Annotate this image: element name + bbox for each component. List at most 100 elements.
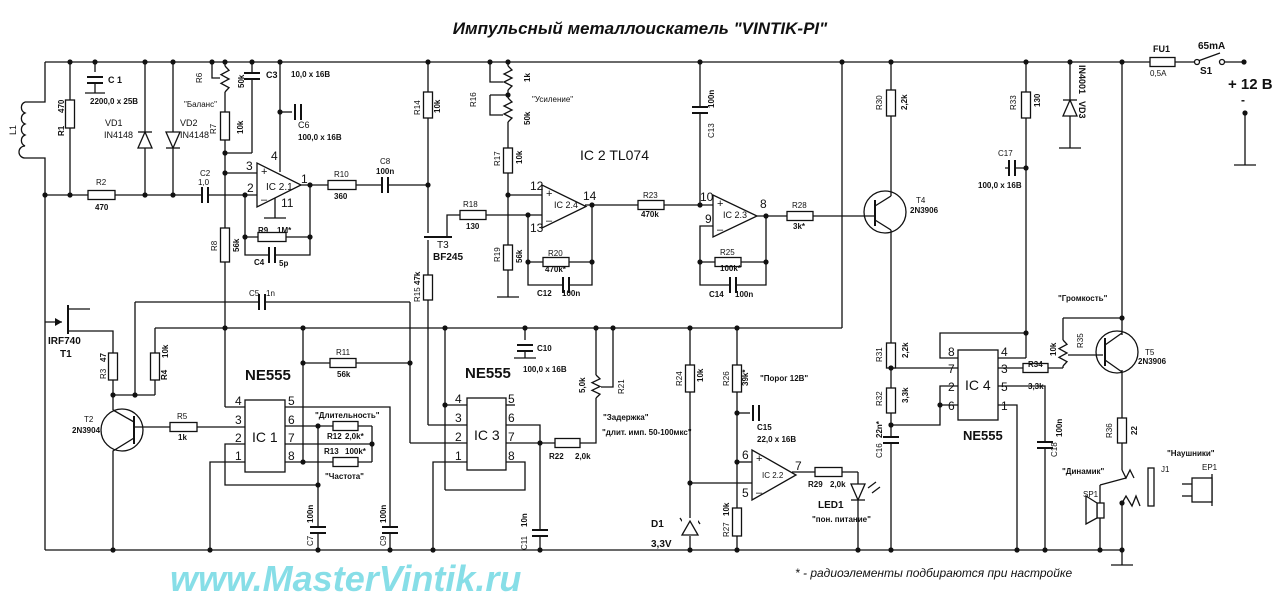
label-c10-value: 100,0 x 16B <box>523 365 567 374</box>
label-r36-value: 22 <box>1130 426 1139 435</box>
label-led1-ref: LED1 <box>818 500 844 511</box>
label-r26-name: "Порог 12В" <box>760 374 808 383</box>
resistor-r12 <box>332 420 359 432</box>
label-r35-ref: R35 <box>1076 333 1085 348</box>
junction-dot <box>442 402 448 408</box>
label-ic24-pins-2: 14 <box>583 189 597 203</box>
wire <box>939 332 1026 359</box>
label-r16-name: "Усиление" <box>532 95 573 104</box>
label-ic22-pins-2: 7 <box>795 459 802 473</box>
opamp-ic2-3 <box>712 193 759 239</box>
label-r16-value1: 1k <box>523 73 532 82</box>
junction-dot <box>1119 547 1125 553</box>
potentiometer-r6 <box>219 65 231 93</box>
label-ic3-type: NE555 <box>465 365 511 382</box>
transistor-t5 <box>1095 330 1139 374</box>
wire <box>1104 332 1123 346</box>
label-ep1-name: "Наушники" <box>1167 449 1215 458</box>
label-r4-value: 10k <box>161 344 170 358</box>
opamp-ic2-4-plus: + <box>546 188 552 200</box>
label-ic4-pins-2: 2 <box>948 380 955 394</box>
label-ic23-pins-1: 9 <box>705 212 712 226</box>
label-ic21-pins-0: 3 <box>246 159 253 173</box>
label-r21-ref: R21 <box>617 379 626 394</box>
label-c2-value: 1,0 <box>198 178 210 187</box>
capacitor-c12-gap <box>563 277 569 293</box>
junction-dot <box>888 59 894 65</box>
capacitor-c16-gap <box>883 437 899 443</box>
capacitor-c3-gap <box>244 73 260 79</box>
junction-dot <box>92 59 98 65</box>
label-r6-ref: R6 <box>195 72 204 83</box>
label-c14-value: 100n <box>735 290 753 299</box>
label-ic2-ref: IC 2 TL074 <box>580 147 649 163</box>
label-r16-value2: 50k <box>523 111 532 125</box>
resistor-r31 <box>885 342 897 369</box>
label-ic21-pins-1: 2 <box>247 181 254 195</box>
junction-dot <box>522 325 528 331</box>
junction-dot <box>855 547 861 553</box>
junction-dot <box>697 59 703 65</box>
opamp-ic2-2-plus: + <box>756 453 762 465</box>
switch-contact <box>1218 58 1226 66</box>
label-power-current: 65mA <box>1198 41 1225 52</box>
resistor-r3 <box>107 352 119 381</box>
label-r15-value: 47k <box>413 271 422 285</box>
label-r3-value: 47 <box>99 353 108 362</box>
junction-dot <box>593 325 599 331</box>
ic4-ne555 <box>957 349 999 421</box>
earphone-ep1 <box>1191 477 1213 503</box>
junction-dot <box>1067 59 1073 65</box>
label-c17-value: 100,0 x 16B <box>978 181 1022 190</box>
wire <box>211 62 220 79</box>
label-r2-value: 470 <box>95 203 109 212</box>
label-r33-ref: R33 <box>1009 95 1018 110</box>
opamp-ic2-1-minus: – <box>261 194 268 206</box>
junction-dot <box>1014 547 1020 553</box>
label-ic1-pins-2: 2 <box>235 431 242 445</box>
resistor-r24 <box>684 364 696 393</box>
junction-dot <box>1023 59 1029 65</box>
label-ic3-pins-5: 6 <box>508 411 515 425</box>
junction-dot <box>170 59 176 65</box>
resistor-r9 <box>257 231 287 243</box>
label-r12-name: "Длительность" <box>315 411 380 420</box>
ic3-ne555 <box>466 397 507 471</box>
capacitor-c4-gap <box>269 247 275 263</box>
junction-dot <box>222 325 228 331</box>
wire <box>1121 494 1141 508</box>
wire <box>998 404 1018 550</box>
label-r30-ref: R30 <box>875 95 884 110</box>
label-c8-value: 100n <box>376 167 394 176</box>
junction-dot <box>610 325 616 331</box>
label-r2-ref: R2 <box>96 178 107 187</box>
label-ic3-pins-2: 2 <box>455 430 462 444</box>
wire <box>285 406 391 550</box>
label-r13-value: 100k* <box>345 447 367 456</box>
potentiometer-r21-gap <box>591 375 601 398</box>
capacitor-c10-gap <box>517 345 533 351</box>
label-ic3-ref: IC 3 <box>474 427 500 443</box>
junction-dot <box>734 410 740 416</box>
capacitor-c15-gap <box>753 405 759 421</box>
capacitor-c7-gap <box>310 527 326 533</box>
label-ic1-type: NE555 <box>245 367 291 384</box>
junction-dot <box>537 440 543 446</box>
label-vd2-ref: VD2 <box>180 118 198 128</box>
label-c4-ref: C4 <box>254 258 265 267</box>
junction-dot <box>307 234 313 240</box>
resistor-r1 <box>64 99 76 129</box>
resistor-r20 <box>542 256 570 268</box>
label-ic1-pins-6: 7 <box>288 431 295 445</box>
wire <box>445 461 526 491</box>
opamp-ic2-2-minus: – <box>756 487 763 499</box>
junction-dot <box>430 547 436 553</box>
label-c17-ref: C17 <box>998 149 1013 158</box>
label-power-fuse_value: 0,5A <box>1150 69 1167 78</box>
resistor-r15 <box>422 274 434 301</box>
label-r20-ref: R20 <box>548 249 563 258</box>
junction-dot <box>110 392 116 398</box>
label-ic1-ref: IC 1 <box>252 429 278 445</box>
junction-dot <box>242 234 248 240</box>
resistor-r8 <box>219 227 231 263</box>
